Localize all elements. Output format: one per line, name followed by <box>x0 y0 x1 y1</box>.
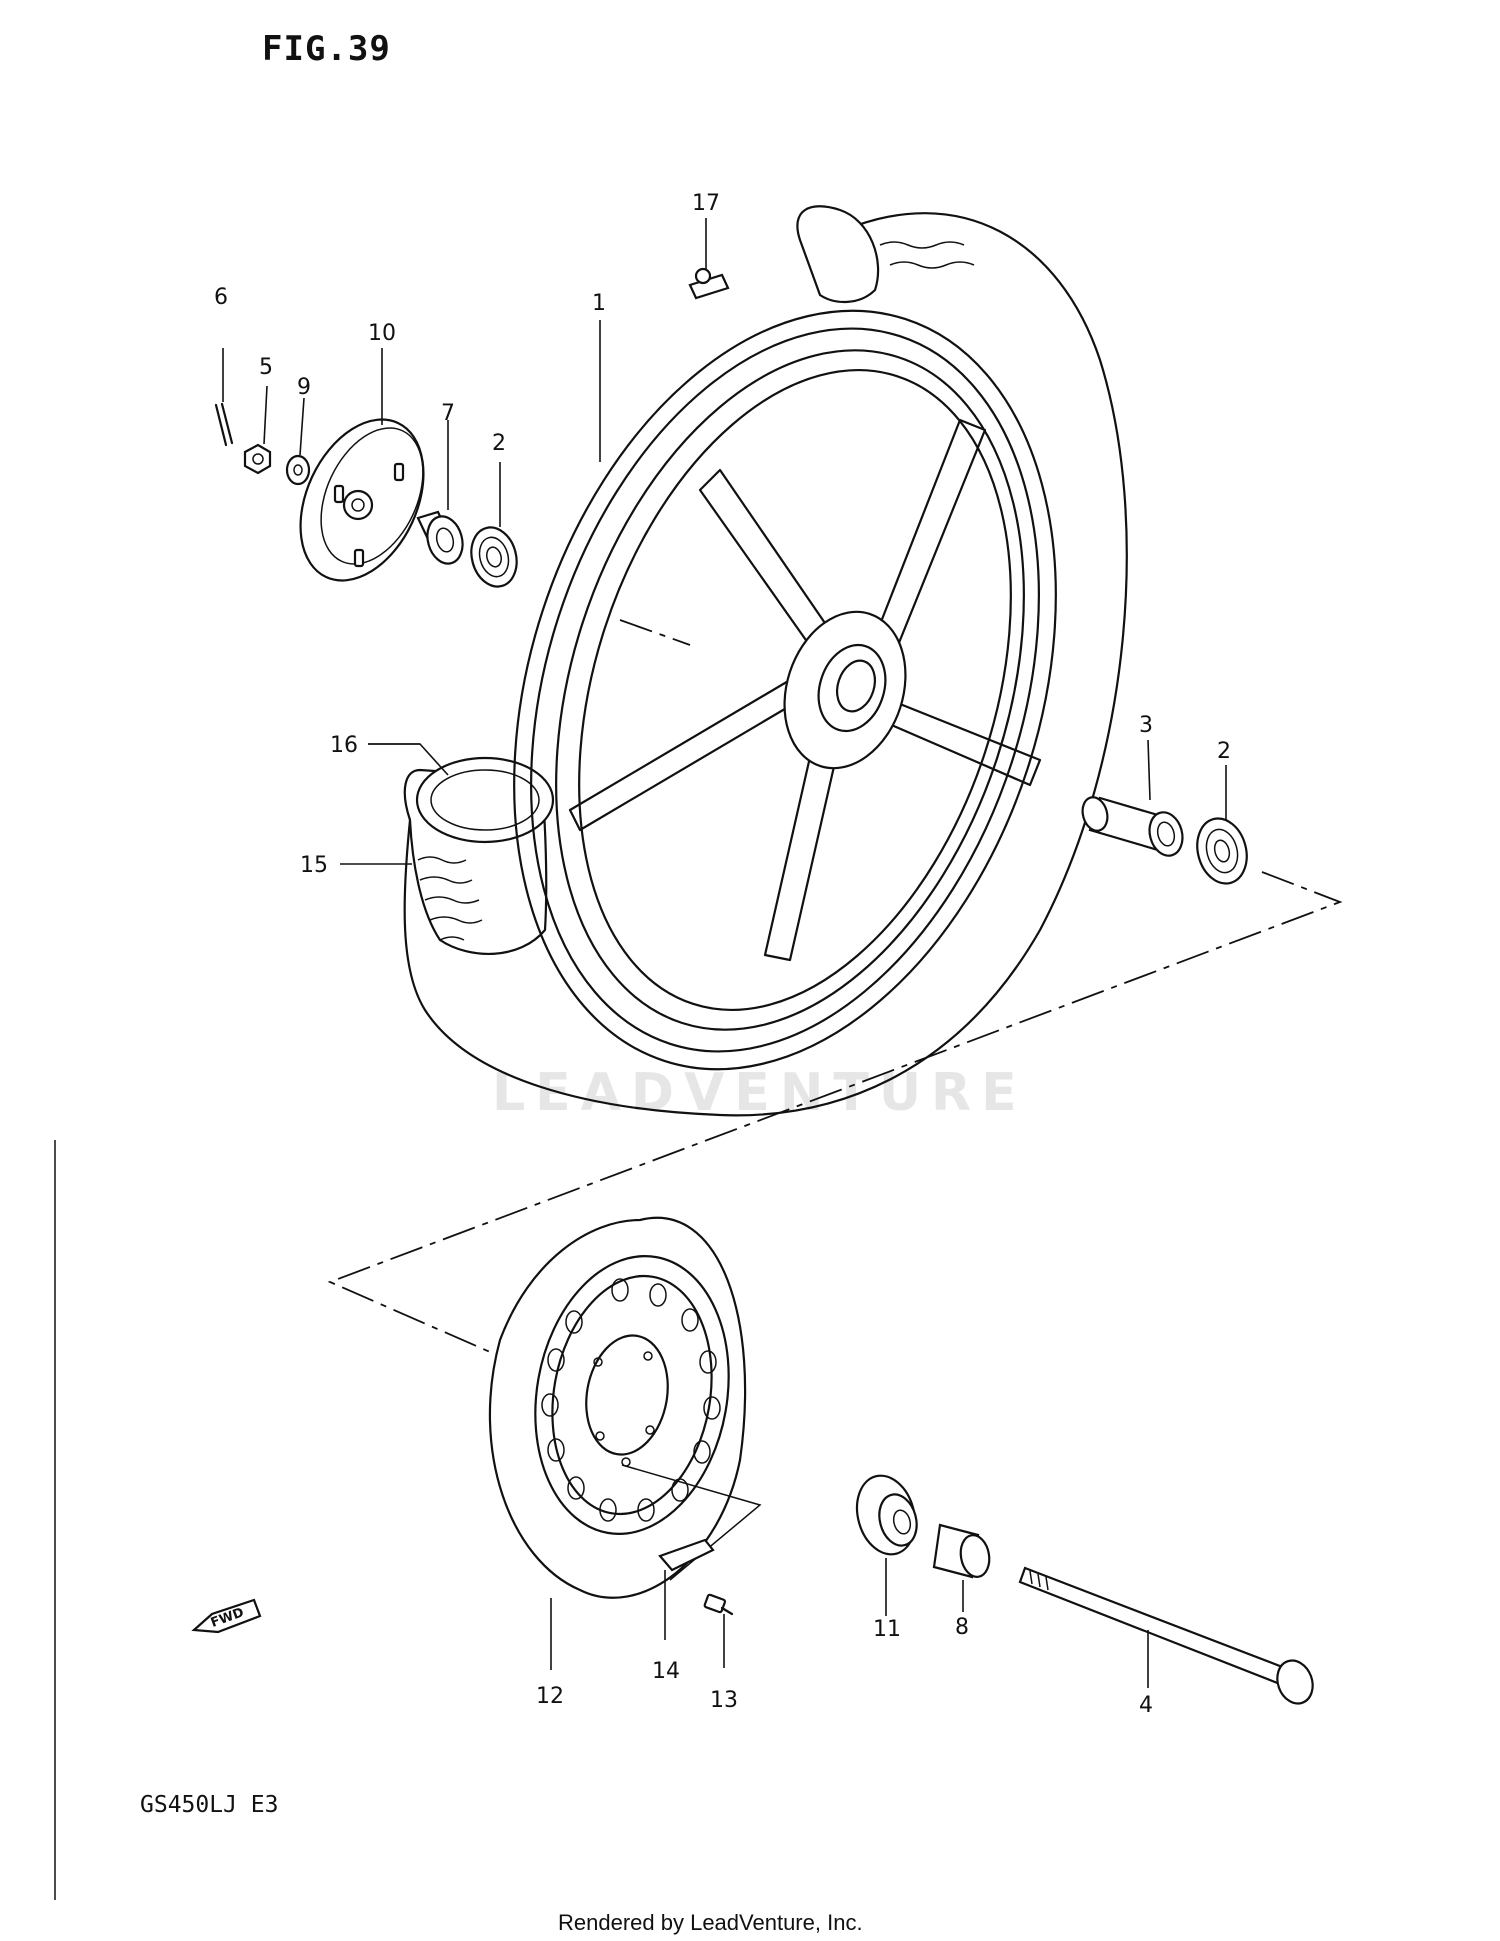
axle-spacer <box>932 1523 991 1579</box>
callout-4: 4 <box>1139 1693 1153 1718</box>
brake-disc <box>488 1216 762 1599</box>
tube-section <box>415 756 555 844</box>
callout-7: 7 <box>441 401 455 426</box>
lock-washer <box>658 1538 715 1572</box>
spacer-right <box>1081 796 1184 857</box>
tire-top-section <box>796 205 880 304</box>
callout-12: 12 <box>536 1684 564 1709</box>
wheel-assembly <box>403 205 1128 1117</box>
callout-5: 5 <box>259 355 273 380</box>
bearing-left <box>470 526 518 588</box>
front-axle <box>1018 1566 1314 1705</box>
callout-9: 9 <box>297 375 311 400</box>
tire-outline <box>403 212 1128 1117</box>
tire-tread-marks <box>417 856 483 941</box>
callout-13: 13 <box>710 1688 738 1713</box>
callout-15: 15 <box>300 853 328 878</box>
valve <box>688 267 730 300</box>
flanged-collar <box>855 1474 918 1556</box>
speedometer-gearbox <box>299 418 425 582</box>
wheel-spokes <box>568 418 1042 962</box>
callout-16: 16 <box>330 733 358 758</box>
callout-2-right: 2 <box>1217 739 1231 764</box>
callout-2-left: 2 <box>492 431 506 456</box>
cotter-pin <box>214 402 234 447</box>
axle-centerline-upper <box>619 619 691 646</box>
disc-bolt <box>703 1593 734 1616</box>
axle-nut <box>243 443 272 475</box>
rim-inner <box>555 349 1025 1031</box>
callout-17: 17 <box>692 191 720 216</box>
callout-3: 3 <box>1139 713 1153 738</box>
bearing-right <box>1196 817 1248 885</box>
watermark: LEADVENTURE <box>492 1063 1027 1123</box>
leader-lines <box>222 218 1227 1688</box>
washer <box>285 454 311 486</box>
spacer-collar <box>416 510 464 565</box>
callout-8: 8 <box>955 1615 969 1640</box>
figure-title: FIG.39 <box>262 29 391 69</box>
axle-centerline-lower <box>327 871 1343 1353</box>
footer-credit: Rendered by LeadVenture, Inc. <box>558 1910 863 1935</box>
callout-11: 11 <box>873 1617 901 1642</box>
tire-tread-marks-top <box>879 241 975 269</box>
callout-1: 1 <box>592 291 606 316</box>
callout-14: 14 <box>652 1659 680 1684</box>
rim-outer <box>513 309 1057 1071</box>
model-code: GS450LJ E3 <box>140 1792 278 1818</box>
forward-direction-badge: FWD <box>191 1598 262 1634</box>
callout-10: 10 <box>368 321 396 346</box>
callout-6: 6 <box>214 285 228 310</box>
callout-labels: 6 5 9 10 7 2 1 17 16 15 3 2 12 14 13 11 … <box>214 191 1231 1718</box>
